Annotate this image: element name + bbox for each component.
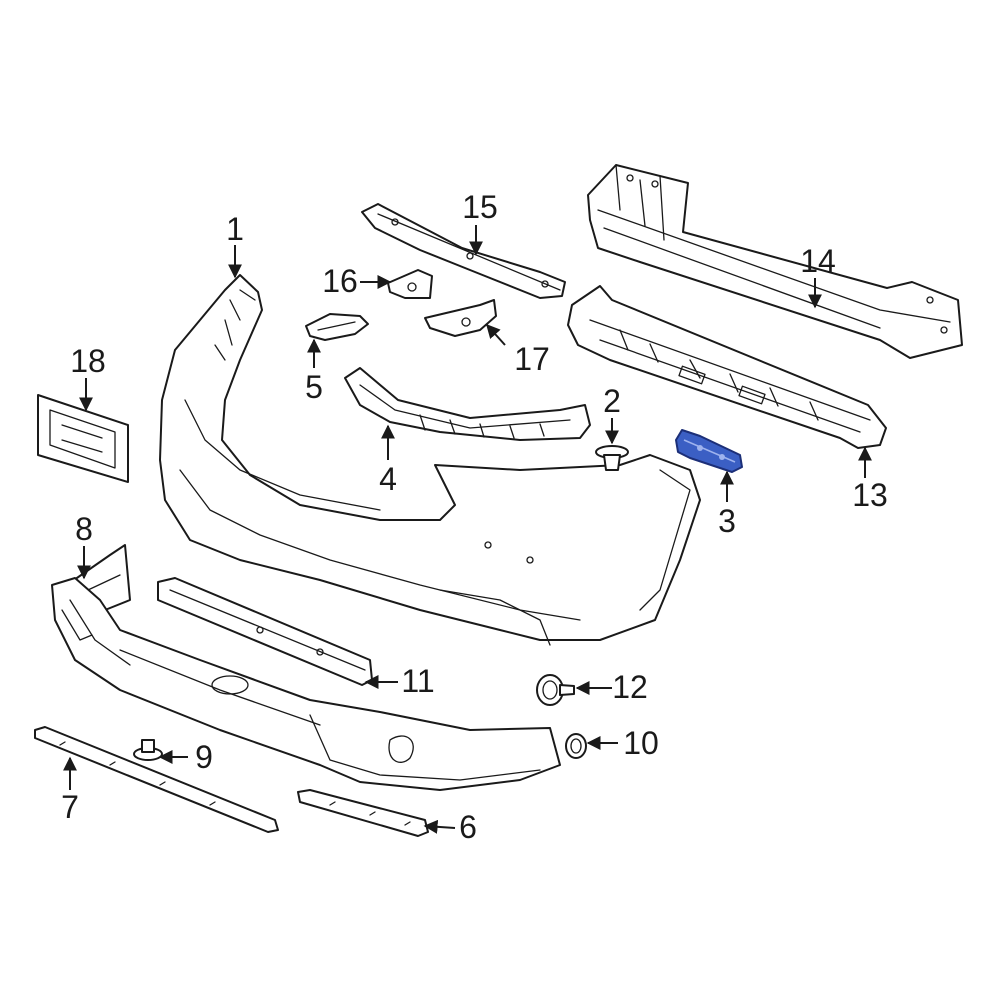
part-fog-cap-10[interactable] — [565, 733, 587, 759]
callout-4: 4 — [379, 461, 397, 497]
part-energy-absorber[interactable] — [567, 285, 887, 449]
callout-8: 8 — [75, 511, 93, 547]
part-lower-trim[interactable] — [34, 726, 279, 833]
callout-11: 11 — [401, 663, 434, 699]
part-bracket-highlighted[interactable] — [675, 429, 743, 473]
callout-16: 16 — [322, 263, 358, 299]
callout-3: 3 — [718, 503, 736, 539]
part-lower-bumper[interactable] — [51, 577, 561, 791]
callout-9: 9 — [195, 739, 213, 775]
part-fog-cap[interactable] — [536, 674, 575, 706]
callout-17: 17 — [514, 341, 550, 377]
callout-1: 1 — [226, 211, 244, 247]
part-bumper-cover[interactable] — [159, 274, 701, 646]
callout-2: 2 — [603, 383, 621, 419]
callout-5: 5 — [305, 369, 323, 405]
callout-10: 10 — [623, 725, 659, 761]
callout-15: 15 — [462, 189, 498, 225]
callout-6: 6 — [459, 809, 477, 845]
callout-18: 18 — [70, 343, 106, 379]
part-push-clip[interactable] — [595, 445, 629, 471]
part-side-support[interactable] — [344, 367, 591, 441]
part-license-bracket[interactable] — [37, 394, 129, 483]
part-fastener[interactable] — [133, 739, 163, 761]
callout-7: 7 — [61, 789, 79, 825]
part-trim-strip[interactable] — [297, 789, 429, 837]
callout-12: 12 — [612, 669, 648, 705]
part-side-bracket-16[interactable] — [387, 269, 433, 299]
part-mount-bracket-5[interactable] — [305, 313, 369, 341]
part-side-bracket-17[interactable] — [424, 299, 497, 337]
part-bumper-reinforcement[interactable] — [587, 164, 963, 359]
callout-14: 14 — [800, 243, 836, 279]
leader-lines — [63, 225, 872, 834]
callout-labels: 1 2 3 4 5 6 7 8 9 10 11 12 13 14 15 16 1… — [61, 189, 888, 845]
callout-13: 13 — [852, 477, 888, 513]
